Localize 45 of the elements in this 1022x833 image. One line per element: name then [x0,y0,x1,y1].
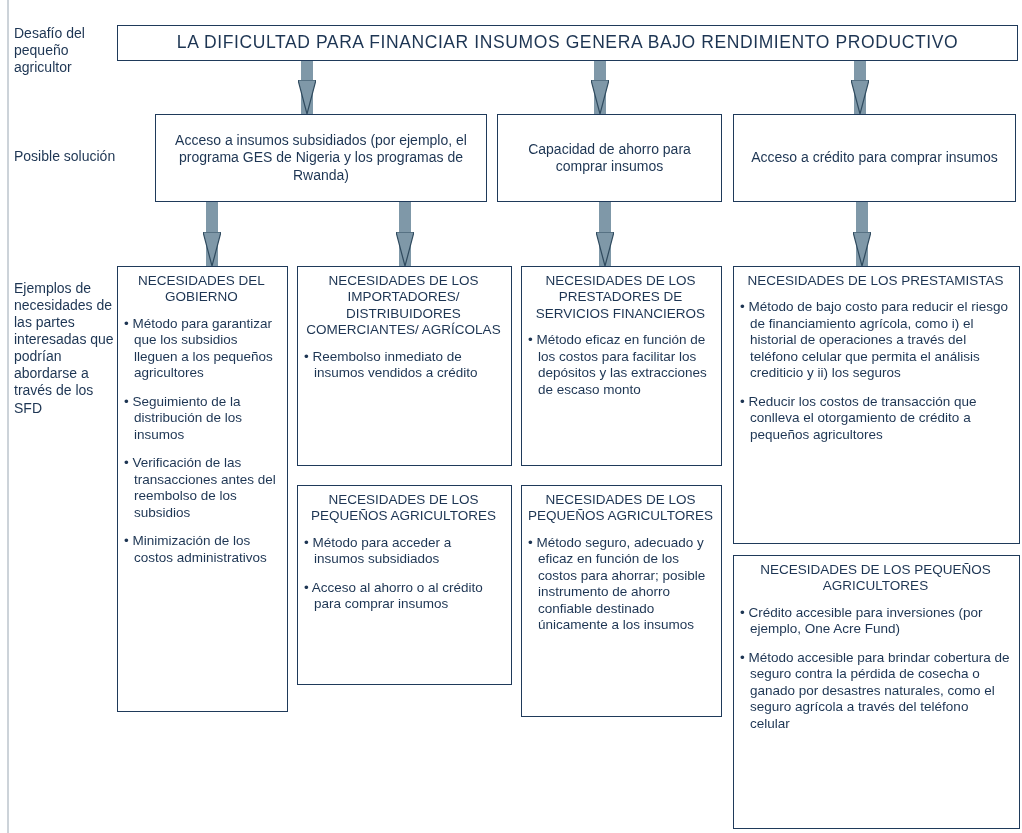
bullet-item: • Método para garantizar que los subsidios lleguen a los pequeños agricultores [124,315,274,382]
needs-box [733,555,1020,829]
needs-heading: NECESIDADES DEL GOBIERNO [137,273,266,306]
needs-box [521,485,722,717]
bullet-item: • Seguimiento de la distribución de los insumos [124,393,244,444]
needs-box [117,266,288,712]
block-arrow [590,61,610,115]
needs-heading: NECESIDADES DE LOS PEQUEÑOS AGRICULTORES [528,492,713,525]
bullet-item: • Minimización de los costos administrativos [124,533,268,567]
solution-box [497,114,722,202]
bullet-item: • Método de bajo costo para reducir el riesgo de financiamiento agrícola, como i) el historial de operaciones a través del teléfono celular que permita el análisis crediticio y ii) los seguros [740,299,1010,382]
block-arrow [852,202,872,267]
bullet-item: • Acceso al ahorro o al crédito para comprar insumos [304,579,484,613]
solution-text: Acceso a insumos subsidiados (por ejemplo, el programa GES de Nigeria y los programas de Rwanda) [174,132,468,184]
needs-heading: NECESIDADES DE LOS PEQUEÑOS AGRICULTORES [759,562,992,595]
needs-box [297,485,512,685]
needs-heading: NECESIDADES DE LOS PRESTADORES DE SERVICIOS FINANCIEROS [534,273,707,323]
bullet-item: • Reembolso inmediato de insumos vendidos a crédito [304,348,479,382]
title-box [117,25,1018,61]
solution-text: Capacidad de ahorro para comprar insumos [527,140,692,176]
block-arrow [297,61,317,115]
solution-box [733,114,1016,202]
bullet-item: • Método seguro, adecuado y eficaz en función de los costos para ahorrar; posible instrumento de ahorro confiable destinado únicamente a los insumos [528,534,707,634]
needs-heading: NECESIDADES DE LOS IMPORTADORES/ DISTRIBUIDORES COMERCIANTES/ AGRÍCOLAS [305,273,502,339]
row-label: Ejemplos de necesidades de las partes interesadas que podrían abordarse a través de los SFD [14,280,114,417]
solution-text: Acceso a crédito para comprar insumos [751,149,998,167]
needs-box [521,266,722,466]
title-text: LA DIFICULTAD PARA FINANCIAR INSUMOS GENERA BAJO RENDIMIENTO PRODUCTIVO [176,32,959,54]
bullet-item: • Reducir los costos de transacción que conlleva el otorgamiento de crédito a pequeños agricultores [740,393,978,444]
block-arrow [395,202,415,267]
needs-box [733,266,1020,544]
needs-heading: NECESIDADES DE LOS PRESTAMISTAS [746,273,1005,290]
block-arrow [850,61,870,115]
bullet-item: • Crédito accesible para inversiones (por ejemplo, One Acre Fund) [740,604,984,638]
bullet-item: • Método accesible para brindar cobertura de seguro contra la pérdida de cosecha o ganado por desastres naturales, como el seguro agrícola a través del teléfono celular [740,649,1011,733]
bullet-item: • Método eficaz en función de los costos para facilitar los depósitos y las extracciones de escaso monto [528,332,708,399]
bullet-item: • Verificación de las transacciones antes del reembolso de los subsidios [124,455,277,522]
block-arrow [595,202,615,267]
block-arrow [202,202,222,267]
needs-box [297,266,512,466]
needs-heading: NECESIDADES DE LOS PEQUEÑOS AGRICULTORES [310,492,497,525]
row-label: Posible solución [14,148,117,166]
bullet-item: • Método para acceder a insumos subsidiados [304,534,453,568]
row-label: Desafío del pequeño agricultor [14,25,86,77]
solution-box [155,114,487,202]
